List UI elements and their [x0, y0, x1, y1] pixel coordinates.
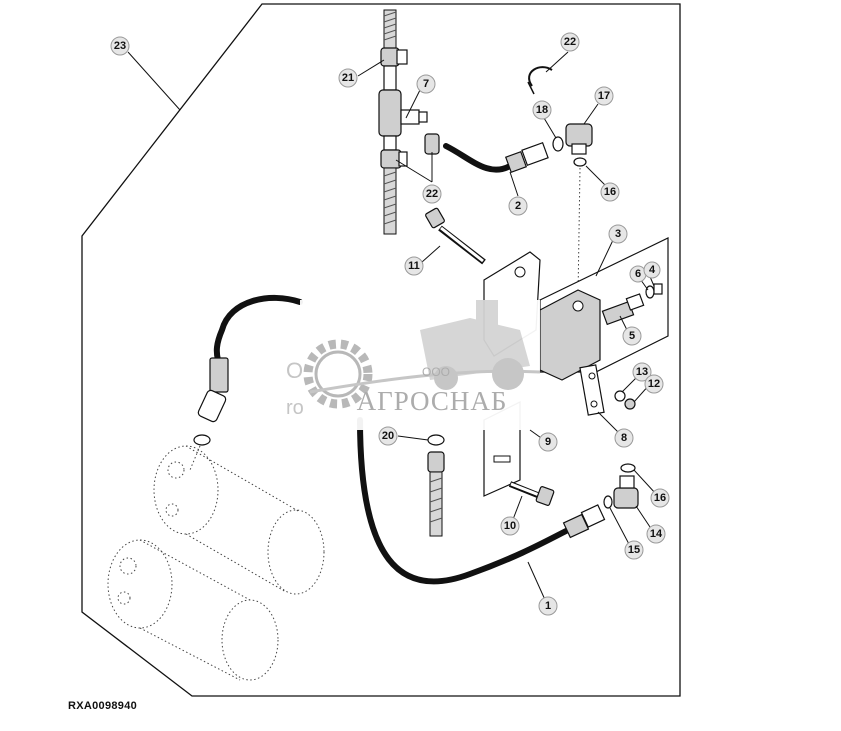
svg-text:5: 5: [629, 330, 635, 342]
callout-13: 13: [632, 362, 652, 382]
svg-text:13: 13: [636, 366, 648, 378]
callout-3: 3: [608, 224, 628, 244]
svg-text:21: 21: [342, 72, 354, 84]
figure-reference-code: RXA0098940: [68, 700, 138, 712]
svg-text:18: 18: [536, 104, 548, 116]
callout-5: 5: [622, 326, 642, 346]
callout-17: 17: [594, 86, 614, 106]
hose-left: [197, 294, 303, 423]
fitting-5: [601, 283, 663, 326]
hose-1: [357, 417, 606, 585]
svg-text:17: 17: [598, 90, 610, 102]
callout-8: 8: [614, 428, 634, 448]
callout-2: 2: [508, 196, 528, 216]
harvester-logo-icon: [420, 300, 530, 390]
o-ring-18: [552, 136, 564, 152]
hose-2: [443, 141, 549, 174]
svg-text:16: 16: [654, 492, 666, 504]
callout-20: 20: [378, 426, 398, 446]
o-ring-tank: [193, 434, 211, 446]
svg-text:23: 23: [114, 40, 126, 52]
svg-text:9: 9: [545, 436, 551, 448]
callout-10: 10: [500, 516, 520, 536]
svg-text:20: 20: [382, 430, 394, 442]
callout-23: 23: [110, 36, 130, 56]
callout-14: 14: [646, 524, 666, 544]
svg-text:10: 10: [504, 520, 516, 532]
washer-13: [614, 390, 626, 402]
elbow-fitting-14: [613, 475, 639, 509]
fitting-20: [427, 434, 445, 537]
watermark-partial-2: ro: [286, 397, 304, 419]
svg-text:8: 8: [621, 432, 627, 444]
bolt-10: [508, 481, 555, 506]
svg-text:11: 11: [408, 260, 420, 272]
callout-11: 11: [404, 256, 424, 276]
callout-15: 15: [624, 540, 644, 560]
callout-16-lower: 16: [650, 488, 670, 508]
snap-ring-22: [528, 66, 553, 87]
o-ring-15: [603, 495, 613, 509]
watermark-small-text: ООО: [422, 365, 450, 379]
svg-text:7: 7: [423, 78, 429, 90]
callout-9: 9: [538, 432, 558, 452]
elbow-fitting-17: [565, 123, 593, 155]
plate-8: [579, 364, 605, 416]
svg-text:1: 1: [545, 600, 551, 612]
svg-text:15: 15: [628, 544, 640, 556]
callout-1: 1: [538, 596, 558, 616]
svg-text:22: 22: [564, 36, 576, 48]
callout-16-upper: 16: [600, 182, 620, 202]
callout-18: 18: [532, 100, 552, 120]
nut-12: [624, 398, 636, 410]
callout-21-top: 21: [338, 68, 358, 88]
callout-21-lower: 22: [422, 184, 442, 204]
svg-text:6: 6: [635, 268, 641, 280]
svg-text:22: 22: [426, 188, 438, 200]
svg-text:14: 14: [650, 528, 663, 540]
top-fitting-assembly: [378, 9, 440, 235]
callout-4: 4: [643, 261, 661, 279]
air-tanks: [107, 445, 325, 681]
callout-12: 12: [644, 374, 664, 394]
svg-text:3: 3: [615, 228, 621, 240]
o-ring-16-lower: [620, 463, 636, 473]
svg-text:12: 12: [648, 378, 660, 390]
watermark-brand-text: АГРОСНАБ: [357, 386, 508, 416]
svg-text:4: 4: [649, 264, 656, 276]
callout-7: 7: [416, 74, 436, 94]
callout-22: 22: [560, 32, 580, 52]
callout-6: 6: [629, 265, 647, 283]
svg-text:2: 2: [515, 200, 521, 212]
diagram-frame: [81, 3, 681, 697]
watermark: ООО АГРОСНАБ О ro: [286, 300, 541, 430]
svg-text:16: 16: [604, 186, 616, 198]
o-ring-16-upper: [573, 157, 587, 167]
watermark-partial-1: О: [286, 358, 303, 383]
bolt-11: [425, 207, 486, 265]
